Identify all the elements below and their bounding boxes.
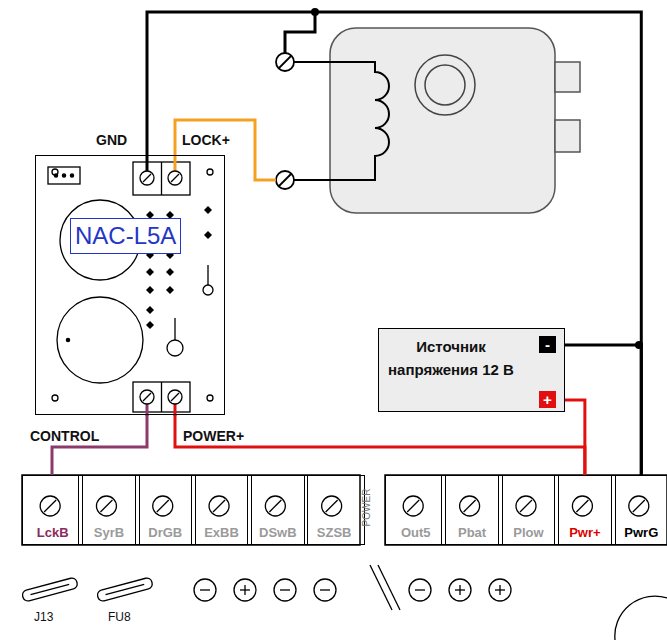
terminal-name: ExBB [192,525,251,540]
polarity-mark: - [539,336,556,353]
coil [294,62,389,180]
terminal: PwrG [611,475,667,545]
lock-body [330,28,555,213]
wire-label: CONTROL [30,428,99,444]
power-source: Источник напряжения 12 В [378,328,565,412]
terminal-name: SyrB [79,525,138,540]
terminal: LckB [22,475,83,545]
terminal-label: GND [96,132,127,148]
wire [285,12,315,53]
terminal: Pwr+ [554,475,615,545]
capacitor [57,297,143,383]
block-name: POWER [361,489,372,527]
terminal: Plow [498,475,559,545]
controller-board: NAC-L5A [35,155,225,415]
wire [565,400,585,475]
lock-wire [175,120,276,180]
terminal: ExBB [191,475,252,545]
board-name: NAC-L5A [70,218,181,254]
terminal: SyrB [78,475,139,545]
part-name: FU8 [108,610,131,624]
part-name: J13 [34,610,53,624]
terminal-name: Out5 [386,525,445,540]
connector [48,167,80,184]
terminal-block [133,382,190,412]
terminal: DSwB [247,475,308,545]
terminal-label: LOCK+ [182,132,230,148]
terminal-name: SZSB [305,525,364,540]
wire [52,415,147,475]
terminal: DrGB [135,475,196,545]
wire [565,345,641,475]
terminal-block [133,162,190,195]
terminal-name: Pbat [442,525,501,540]
terminal: SZSB [304,475,365,545]
terminal-name: Plow [499,525,558,540]
terminal-name: PwrG [612,525,667,540]
wire [147,12,641,475]
wire-label: POWER+ [183,428,244,444]
terminal: Pbat [441,475,502,545]
terminal-name: Pwr+ [555,525,614,540]
terminal: Out5 [385,475,446,545]
terminal-name: DrGB [136,525,195,540]
source-label: Источник напряжения 12 В [385,335,517,381]
terminal-name: DSwB [248,525,307,540]
terminal-name: LckB [23,525,82,540]
wire [175,415,585,475]
polarity-mark: + [539,391,556,408]
